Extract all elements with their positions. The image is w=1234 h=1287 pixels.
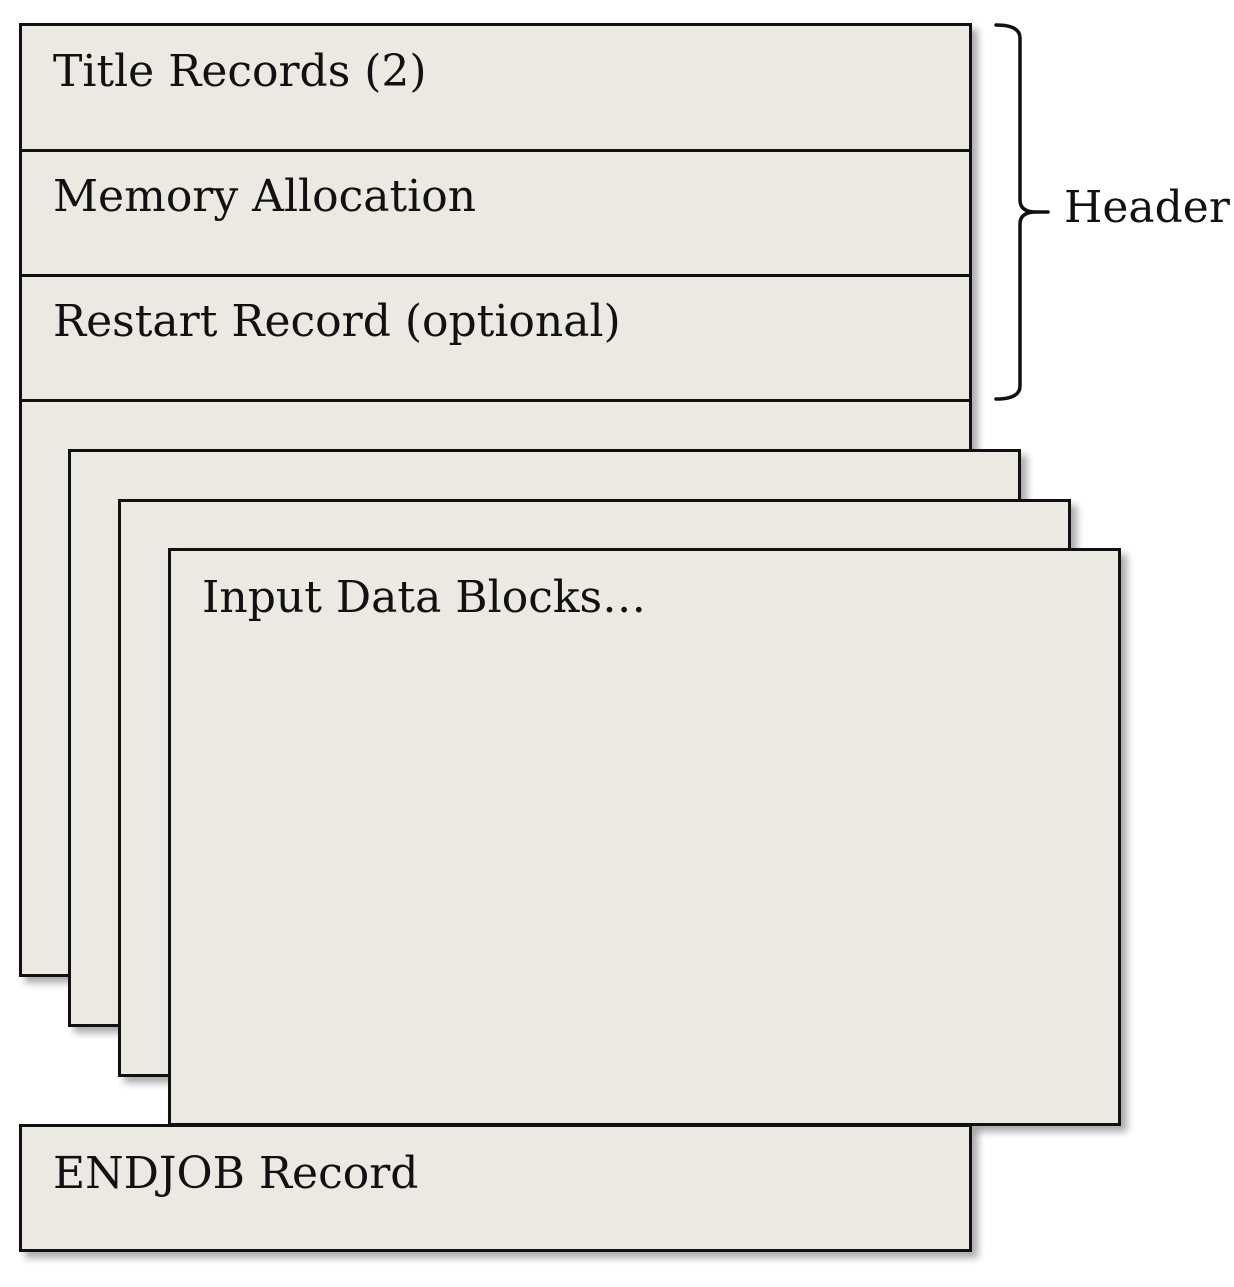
endjob-record-label: ENDJOB Record — [53, 1148, 419, 1199]
restart-record-label: Restart Record (optional) — [53, 296, 621, 347]
section-divider — [22, 274, 969, 277]
header-brace-icon — [994, 23, 1050, 401]
endjob-record-box: ENDJOB Record — [19, 1124, 972, 1252]
header-label: Header — [1064, 182, 1230, 233]
section-divider — [22, 399, 969, 402]
memory-allocation-label: Memory Allocation — [53, 171, 477, 222]
section-divider — [22, 149, 969, 152]
input-data-block-front: Input Data Blocks… — [168, 548, 1121, 1126]
title-records-label: Title Records (2) — [53, 46, 427, 97]
input-data-blocks-label: Input Data Blocks… — [202, 572, 647, 623]
